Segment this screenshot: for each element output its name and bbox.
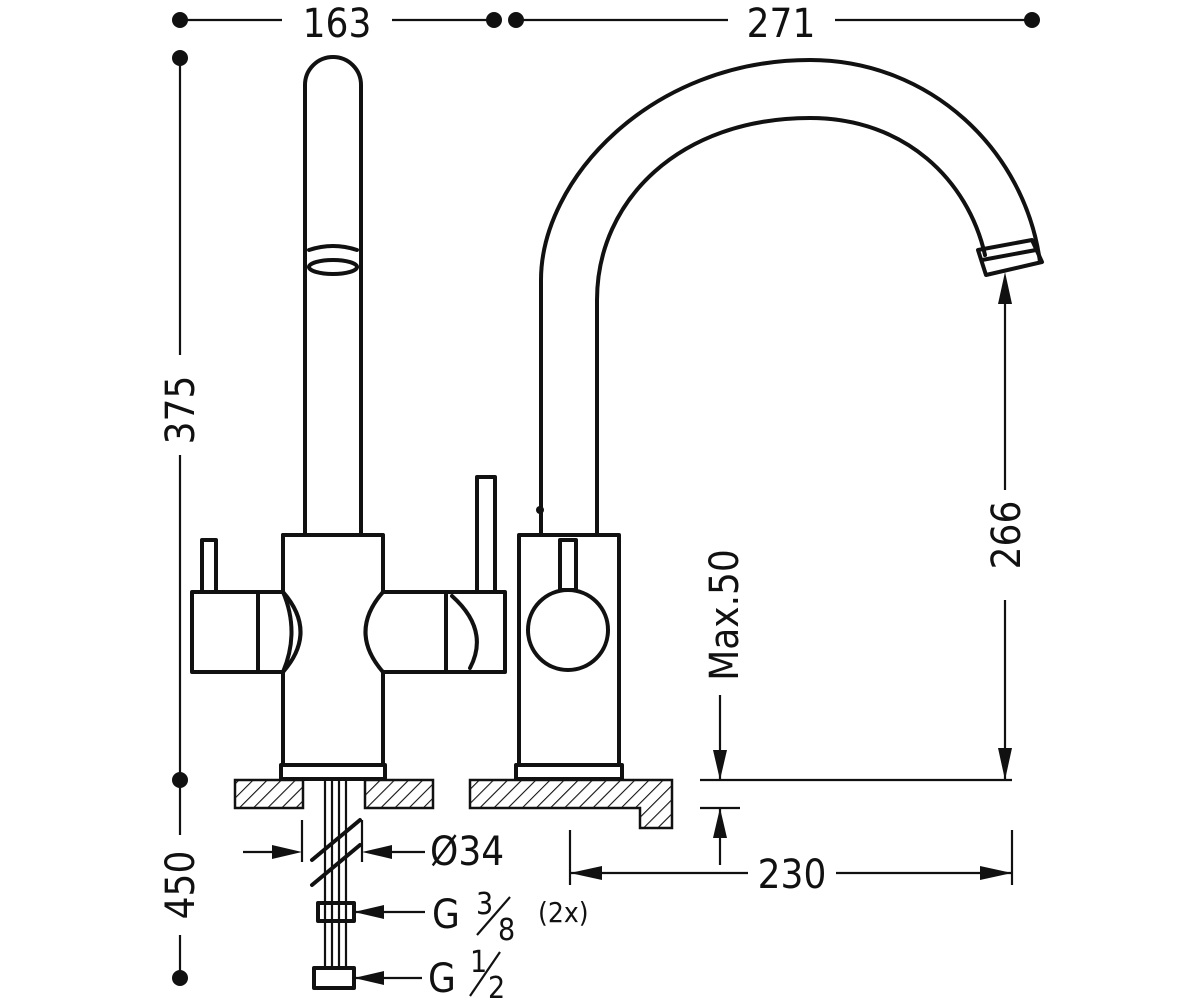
dim-max-thickness-label: Max.50 xyxy=(702,549,748,681)
g12-prefix: G xyxy=(428,956,456,1000)
connection-g38: G 3 8 (2x) xyxy=(354,887,589,948)
dim-163: 163 xyxy=(172,1,502,47)
g38-denominator: 8 xyxy=(498,913,515,948)
faucet-mixer-body xyxy=(190,55,507,781)
g12-numerator: 1 xyxy=(470,945,487,980)
dim-hole-diameter: Ø34 xyxy=(243,820,504,875)
g12-denominator: 2 xyxy=(488,971,505,1000)
connection-g12: G 1 2 xyxy=(354,945,505,1000)
dim-266: 266 xyxy=(984,272,1030,780)
dim-271-label: 271 xyxy=(747,1,816,47)
g38-quantity: (2x) xyxy=(538,896,589,929)
countertop-section xyxy=(233,778,674,830)
dim-hole-diameter-label: Ø34 xyxy=(430,829,504,875)
g38-prefix: G xyxy=(432,892,460,938)
dim-271: 271 xyxy=(508,1,1040,47)
dim-230: 230 xyxy=(568,830,1014,898)
dim-230-label: 230 xyxy=(758,852,827,898)
dim-max-thickness: Max.50 xyxy=(700,549,748,865)
supply-hoses xyxy=(310,780,362,990)
faucet-spout-body xyxy=(514,58,1044,781)
dim-375-label: 375 xyxy=(158,376,204,445)
dim-left-vertical: 375 450 xyxy=(158,50,204,986)
dim-266-label: 266 xyxy=(984,501,1030,570)
dim-163-label: 163 xyxy=(303,1,372,47)
g38-numerator: 3 xyxy=(476,887,493,922)
dim-450-label: 450 xyxy=(158,851,204,920)
